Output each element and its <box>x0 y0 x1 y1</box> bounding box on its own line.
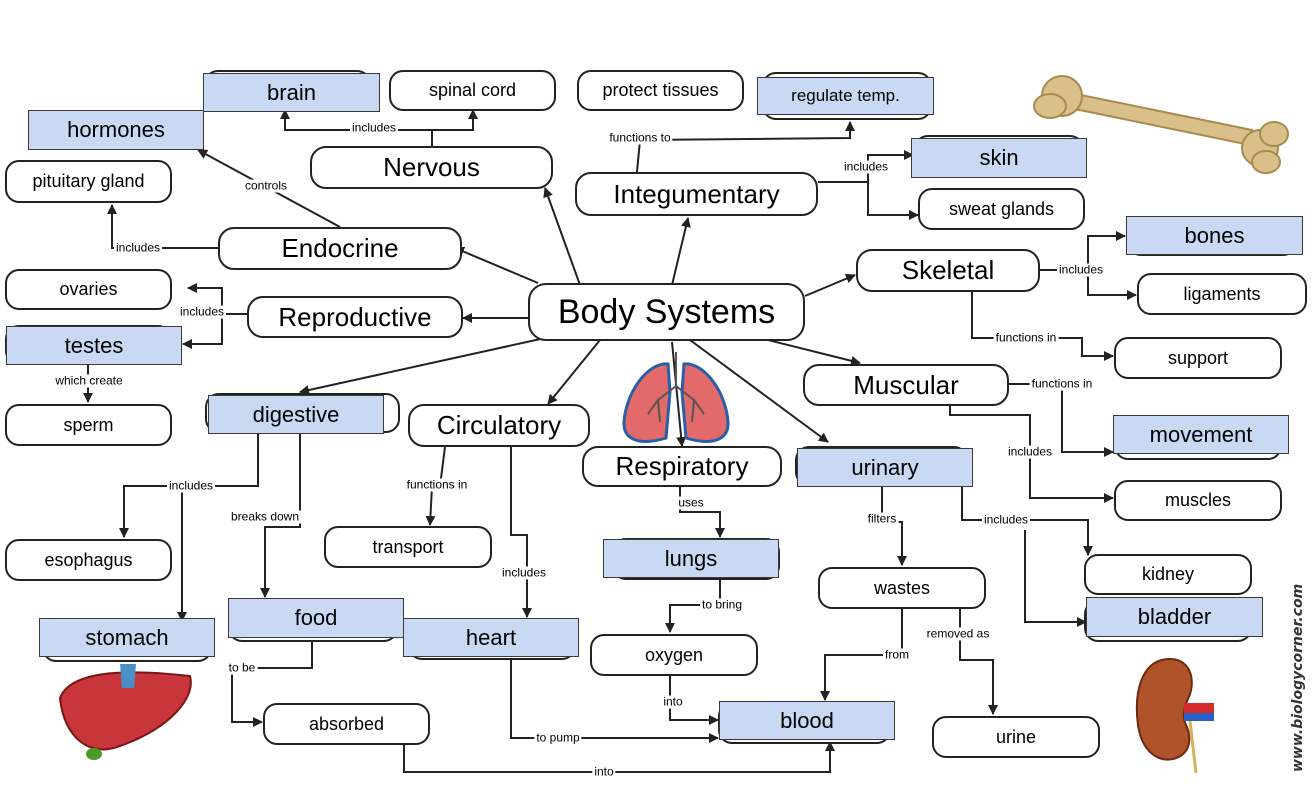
edge-label-removed-as: removed as <box>924 626 992 641</box>
edge-label-includes: includes <box>166 478 216 493</box>
answer-label-testes[interactable]: testes <box>6 326 182 365</box>
answer-label-heart[interactable]: heart <box>403 618 579 657</box>
nervous-node: Nervous <box>310 146 553 189</box>
kidney-node: kidney <box>1084 554 1252 595</box>
edge-label-to-pump: to pump <box>534 730 582 745</box>
edge-label-functions-in: functions in <box>1029 376 1095 391</box>
edge-label-uses: uses <box>676 495 706 510</box>
answer-label-urinary[interactable]: urinary <box>797 448 973 487</box>
support-node: support <box>1114 337 1282 379</box>
wastes-node: wastes <box>818 567 986 609</box>
edge-label-functions-in: functions in <box>993 330 1059 345</box>
ligaments-node: ligaments <box>1137 273 1307 315</box>
edge-label-from: from <box>883 647 911 662</box>
body-systems-node: Body Systems <box>528 283 805 341</box>
answer-label-digestive[interactable]: digestive <box>208 395 384 434</box>
edge-label-includes: includes <box>177 304 227 319</box>
edge-label-includes: includes <box>499 565 549 580</box>
edge-label-into: into <box>661 694 685 709</box>
muscular-node: Muscular <box>803 364 1009 406</box>
transport-node: transport <box>324 526 492 568</box>
esophagus-node: esophagus <box>5 539 172 581</box>
edge-label-includes: includes <box>113 240 163 255</box>
kidney-illustration <box>1135 657 1214 774</box>
sweat-glands-node: sweat glands <box>918 188 1085 230</box>
oxygen-node: oxygen <box>590 634 758 676</box>
answer-label-skin[interactable]: skin <box>911 138 1087 178</box>
answer-label-food[interactable]: food <box>228 598 404 638</box>
circulatory-node: Circulatory <box>408 404 590 447</box>
integumentary-node: Integumentary <box>575 172 818 216</box>
muscles-node: muscles <box>1114 480 1282 521</box>
edge-label-filters: filters <box>865 511 899 526</box>
edge-label-includes: includes <box>841 159 891 174</box>
spinal-cord-node: spinal cord <box>389 70 556 111</box>
answer-label-hormones[interactable]: hormones <box>28 110 204 150</box>
edge-label-breaks-down: breaks down <box>228 509 302 524</box>
answer-label-lungs[interactable]: lungs <box>603 539 779 578</box>
urine-node: urine <box>932 716 1100 758</box>
answer-label-bones[interactable]: bones <box>1126 216 1303 255</box>
edge-label-functions-in: functions in <box>404 477 470 492</box>
edge-label-to-bring: to bring <box>699 597 745 612</box>
pituitary-gland-node: pituitary gland <box>5 160 172 203</box>
edge-label-functions-to: functions to <box>607 130 673 145</box>
femur-bone-illustration <box>1033 75 1289 174</box>
edge-label-controls: controls <box>242 178 290 193</box>
answer-label-brain[interactable]: brain <box>203 73 380 112</box>
answer-label-stomach[interactable]: stomach <box>39 618 215 657</box>
answer-label-movement[interactable]: movement <box>1113 415 1289 454</box>
answer-label-bladder[interactable]: bladder <box>1086 597 1263 637</box>
edge-label-into: into <box>592 764 616 779</box>
sperm-node: sperm <box>5 404 172 446</box>
watermark: www.biologycorner.com <box>1290 583 1306 772</box>
protect-tissues-node: protect tissues <box>577 70 744 111</box>
reproductive-node: Reproductive <box>247 296 463 338</box>
ovaries-node: ovaries <box>5 269 172 310</box>
edge-label-to-be: to be <box>226 660 258 675</box>
edge-label-which-create: which create <box>53 373 125 388</box>
lungs-illustration <box>622 352 730 443</box>
edge-label-includes: includes <box>349 120 399 135</box>
edge-label-includes: includes <box>1056 262 1106 277</box>
absorbed-node: absorbed <box>263 703 430 745</box>
answer-label-blood[interactable]: blood <box>719 701 895 740</box>
edge-label-includes: includes <box>1005 444 1055 459</box>
respiratory-node: Respiratory <box>582 446 782 487</box>
skeletal-node: Skeletal <box>856 249 1040 292</box>
edge-label-includes: includes <box>981 512 1031 527</box>
endocrine-node: Endocrine <box>218 227 462 270</box>
liver-illustration <box>58 664 192 760</box>
answer-label-regulate-temp[interactable]: regulate temp. <box>757 77 934 115</box>
